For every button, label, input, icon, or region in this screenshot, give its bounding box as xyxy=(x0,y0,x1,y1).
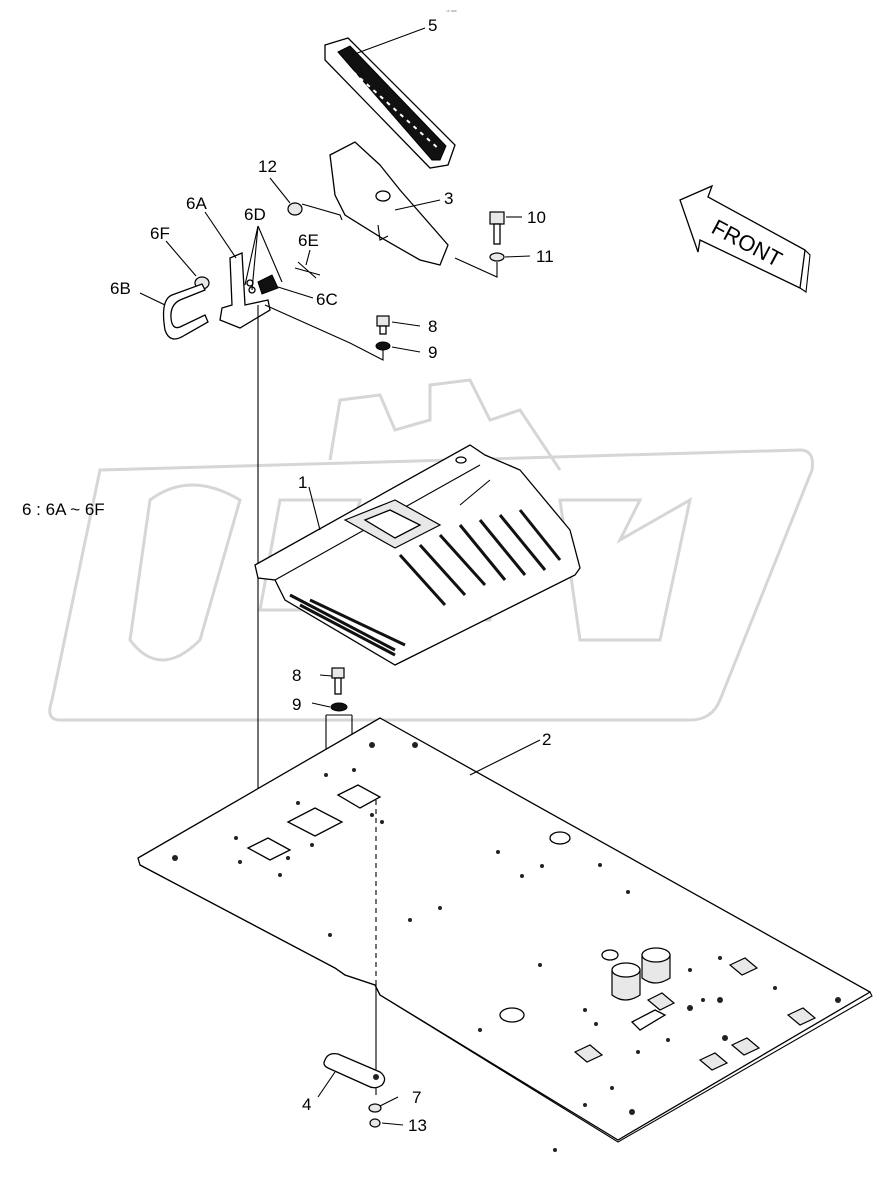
callout-6b: 6B xyxy=(110,279,131,298)
callout-9-upper: 9 xyxy=(428,343,437,362)
callout-10: 10 xyxy=(527,208,546,227)
bolt-8-lower xyxy=(331,667,345,695)
callout-1: 1 xyxy=(298,473,307,492)
callout-8-lower: 8 xyxy=(292,666,301,685)
u-bolt-6b xyxy=(162,283,209,340)
strap-4 xyxy=(323,1052,386,1089)
callout-5: 5 xyxy=(428,16,437,35)
assembly-note: 6 : 6A ~ 6F xyxy=(22,500,105,519)
washer-11 xyxy=(489,252,505,262)
front-arrow-icon: FRONT xyxy=(679,184,811,293)
bushing-12 xyxy=(287,202,303,216)
pedal-arm-3 xyxy=(329,141,449,266)
callout-leaders xyxy=(139,27,541,1126)
callout-13: 13 xyxy=(408,1116,427,1135)
callout-labels: 5 3 12 10 11 6A 6D 6F 6E 6B 6C 8 9 1 8 9… xyxy=(22,16,554,1135)
watermark-logo xyxy=(48,378,814,722)
callout-2: 2 xyxy=(542,730,551,749)
callout-7: 7 xyxy=(412,1088,421,1107)
callout-11: 11 xyxy=(536,247,554,266)
floor-plate-2 xyxy=(137,717,873,1152)
screw-13 xyxy=(369,1118,381,1128)
callout-3: 3 xyxy=(444,189,453,208)
callout-9-lower: 9 xyxy=(292,695,301,714)
callout-12: 12 xyxy=(258,157,277,176)
callout-6f: 6F xyxy=(150,224,170,243)
drawing-code: ⁿᵏ ᵃᵃᵃ xyxy=(446,9,457,15)
callout-6a: 6A xyxy=(186,194,207,213)
callout-6e: 6E xyxy=(298,231,319,250)
pin-6e xyxy=(294,261,321,279)
pedal-pad-5 xyxy=(324,37,456,169)
spring-6c xyxy=(257,274,279,295)
washer-7 xyxy=(368,1103,382,1113)
bolt-8-upper xyxy=(376,315,390,335)
floor-mat-1 xyxy=(254,444,581,666)
washer-9-upper xyxy=(375,341,391,351)
callout-4: 4 xyxy=(302,1095,311,1114)
callout-6d: 6D xyxy=(244,205,266,224)
callout-6c: 6C xyxy=(316,290,338,309)
callout-8-upper: 8 xyxy=(428,317,437,336)
bolt-10 xyxy=(489,211,505,245)
washer-9-lower xyxy=(330,702,348,712)
